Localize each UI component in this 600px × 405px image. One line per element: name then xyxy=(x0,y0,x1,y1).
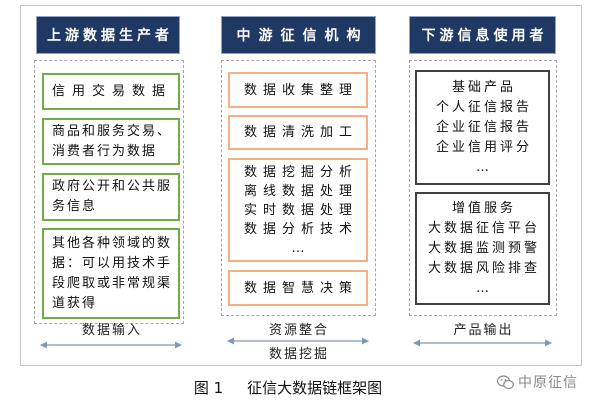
midstream-box-data-decision: 数据智慧决策 xyxy=(228,270,368,306)
box-title: 增值服务 xyxy=(451,200,516,216)
resource-integration-arrow xyxy=(227,337,369,345)
upstream-footer-label: 数据输入 xyxy=(81,323,142,338)
box-line: 企业征信报告 xyxy=(435,119,532,135)
figure-number: 图 1 xyxy=(193,378,224,397)
box-line: 道获得 xyxy=(52,295,98,311)
box-line: 大数据监测预警 xyxy=(427,240,540,256)
midstream-box-data-collection: 数据收集整理 xyxy=(228,72,368,108)
box-ellipsis: … xyxy=(476,159,492,175)
box-line: 段爬取或非常规渠 xyxy=(52,275,173,291)
product-output-arrow xyxy=(413,339,552,347)
diagram-frame xyxy=(20,5,582,366)
box-ellipsis: … xyxy=(476,280,492,296)
wechat-icon xyxy=(497,374,514,389)
box-line: 实时数据处理 xyxy=(243,202,358,218)
upstream-box-credit-transaction-data: 信用交易数据 xyxy=(42,73,180,110)
box-line: 数据收集整理 xyxy=(243,82,358,98)
figure-title: 征信大数据链框架图 xyxy=(247,378,383,397)
box-line: 数据挖掘分析 xyxy=(243,164,358,180)
box-line: 商品和服务交易、 xyxy=(52,123,173,139)
upstream-header: 上游数据生产者 xyxy=(36,16,180,54)
box-line: 数据清洗加工 xyxy=(243,125,358,140)
box-line: 大数据风险排查 xyxy=(427,260,540,276)
midstream-box-data-mining: 数据挖掘分析 离线数据处理 实时数据处理 数据分析技术 … xyxy=(228,158,368,262)
box-line: 个人征信报告 xyxy=(435,99,532,115)
midstream-header: 中游征信机构 xyxy=(221,16,376,54)
data-input-arrow xyxy=(40,341,182,349)
downstream-box-basic-products: 基础产品 个人征信报告 企业征信报告 企业信用评分 … xyxy=(415,70,550,185)
upstream-column xyxy=(34,60,184,324)
watermark: 中原征信 xyxy=(497,371,578,393)
box-line: 其他各种领域的数 xyxy=(52,235,173,251)
box-ellipsis: … xyxy=(291,240,311,256)
midstream-box-data-cleaning: 数据清洗加工 xyxy=(228,115,368,150)
box-line: 信用交易数据 xyxy=(52,83,173,99)
figure-caption: 图 1 征信大数据链框架图 xyxy=(0,376,600,398)
box-line: 离线数据处理 xyxy=(243,183,358,199)
box-line: 企业信用评分 xyxy=(435,139,532,155)
downstream-box-value-added-services: 增值服务 大数据征信平台 大数据监测预警 大数据风险排查 … xyxy=(415,192,550,305)
upstream-box-other-domain-data: 其他各种领域的数 据：可以用技术手 段爬取或非常规渠 道获得 xyxy=(42,228,180,319)
downstream-column xyxy=(409,60,557,316)
midstream-footer-label-bottom: 数据挖掘 xyxy=(268,347,329,362)
downstream-footer-label: 产品输出 xyxy=(453,323,514,338)
box-line: 务信息 xyxy=(52,199,98,214)
box-line: 消费者行为数据 xyxy=(52,143,158,159)
box-line: 数据智慧决策 xyxy=(243,280,358,296)
box-line: 据：可以用技术手 xyxy=(52,255,173,271)
box-line: 数据分析技术 xyxy=(243,221,358,237)
upstream-box-commerce-consumer-data: 商品和服务交易、 消费者行为数据 xyxy=(42,118,180,165)
downstream-header: 下游信息使用者 xyxy=(409,16,556,54)
box-title: 基础产品 xyxy=(451,79,516,95)
midstream-column xyxy=(221,60,376,316)
box-line: 大数据征信平台 xyxy=(427,220,540,236)
box-line: 政府公开和公共服 xyxy=(52,179,173,194)
upstream-box-government-public-info: 政府公开和公共服 务信息 xyxy=(42,173,180,221)
watermark-text: 中原征信 xyxy=(518,375,578,391)
midstream-footer-label-top: 资源整合 xyxy=(268,323,329,338)
